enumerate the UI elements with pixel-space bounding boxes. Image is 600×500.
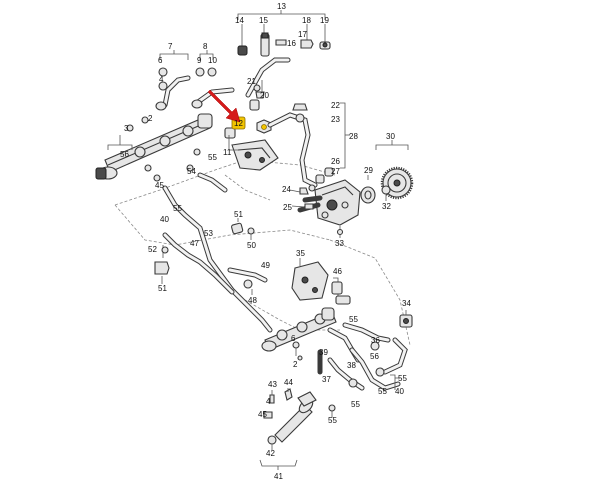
callout-2-mid: 2: [293, 360, 298, 369]
high-pressure-pump: [297, 167, 361, 238]
callout-55-c: 55: [349, 315, 358, 324]
callout-40-right: 40: [395, 387, 404, 396]
callout-54: 54: [187, 167, 196, 176]
parts-51-52: [154, 245, 170, 284]
callout-8: 8: [203, 42, 208, 51]
callout-33: 33: [335, 239, 344, 248]
callout-34: 34: [402, 299, 411, 308]
callout-12[interactable]: 12: [234, 119, 243, 128]
callout-10: 10: [208, 56, 217, 65]
clip-34: [399, 310, 413, 328]
callout-32: 32: [382, 202, 391, 211]
top-group-bracket: [237, 10, 326, 46]
callout-25: 25: [283, 203, 292, 212]
callout-50: 50: [247, 241, 256, 250]
injector-41: [259, 388, 317, 470]
pipe-53: [162, 172, 273, 333]
callout-23: 23: [331, 115, 340, 124]
callout-18: 18: [302, 16, 311, 25]
callout-45-low: 45: [258, 410, 267, 419]
parts-48-49: [227, 267, 268, 295]
callout-51-left: 51: [158, 284, 167, 293]
callout-42: 42: [266, 449, 275, 458]
callout-7: 7: [168, 42, 173, 51]
callout-46: 46: [333, 267, 342, 276]
hose-group-7: [155, 50, 191, 111]
callout-56-left: 56: [120, 150, 129, 159]
callout-17: 17: [298, 30, 307, 39]
callout-2: 2: [148, 114, 153, 123]
screw-55: [328, 404, 336, 418]
cap-14: [237, 45, 248, 56]
fuel-rail-upper: [95, 113, 213, 182]
callout-55-b: 55: [173, 204, 182, 213]
callout-6-mid: 6: [291, 334, 296, 343]
callout-55-d: 55: [398, 374, 407, 383]
callout-55-a: 55: [208, 153, 217, 162]
callout-15: 15: [259, 16, 268, 25]
callout-56-right: 56: [370, 352, 379, 361]
callout-47: 47: [190, 239, 199, 248]
callout-21: 21: [247, 77, 256, 86]
callout-16: 16: [287, 39, 296, 48]
nut-12: [256, 119, 272, 134]
callout-29: 29: [364, 166, 373, 175]
callout-40-left: 40: [160, 215, 169, 224]
part-46: [331, 277, 351, 305]
callout-4-low: 4: [266, 397, 271, 406]
valve-17: [300, 39, 314, 49]
callout-38: 38: [347, 361, 356, 370]
callout-55-e: 55: [378, 387, 387, 396]
callout-44: 44: [284, 378, 293, 387]
pipe-28: [267, 102, 350, 188]
callout-45-left: 45: [155, 181, 164, 190]
callout-35: 35: [296, 249, 305, 258]
small-parts-20: [249, 80, 265, 111]
callout-41: 41: [274, 472, 283, 481]
sensor-15-top: [261, 32, 269, 39]
parts-50-51: [231, 218, 255, 240]
clip-16: [275, 39, 287, 46]
parts-2-6: [292, 341, 303, 361]
callout-52: 52: [148, 245, 157, 254]
callout-19: 19: [320, 16, 329, 25]
callout-11: 11: [223, 148, 232, 157]
callout-13: 13: [277, 2, 286, 11]
callout-labels: 13 14 15 16 17 18 19 21 20 7 8 6 4 9 10 …: [120, 2, 411, 481]
bracket-35: [291, 258, 329, 301]
callout-27: 27: [331, 167, 340, 176]
fuel-rail-lower: [261, 307, 337, 352]
top-parts: [237, 32, 331, 98]
callout-49: 49: [261, 261, 270, 270]
callout-20: 20: [260, 91, 269, 100]
callout-55-g: 55: [328, 416, 337, 425]
pipe-47: [162, 232, 235, 295]
callout-14: 14: [235, 16, 244, 25]
parts-24-25: [289, 187, 314, 210]
callout-9: 9: [197, 56, 202, 65]
red-pointer-arrow: [207, 89, 241, 123]
callout-39: 39: [319, 348, 328, 357]
callout-3: 3: [124, 124, 129, 133]
lower-right-pipes: [317, 322, 408, 391]
callout-22: 22: [331, 101, 340, 110]
pump-gear: [360, 140, 414, 204]
callout-24: 24: [282, 185, 291, 194]
callout-37: 37: [322, 375, 331, 384]
callout-6-top: 6: [158, 56, 163, 65]
callout-4-top: 4: [159, 75, 164, 84]
callout-55-f: 55: [351, 400, 360, 409]
callout-28: 28: [349, 132, 358, 141]
callout-43: 43: [268, 380, 277, 389]
callout-51: 51: [234, 210, 243, 219]
callout-26: 26: [331, 157, 340, 166]
callout-36: 36: [371, 336, 380, 345]
callout-53: 53: [204, 229, 213, 238]
center-bracket: [224, 127, 279, 171]
callout-30: 30: [386, 132, 395, 141]
callout-48: 48: [248, 296, 257, 305]
